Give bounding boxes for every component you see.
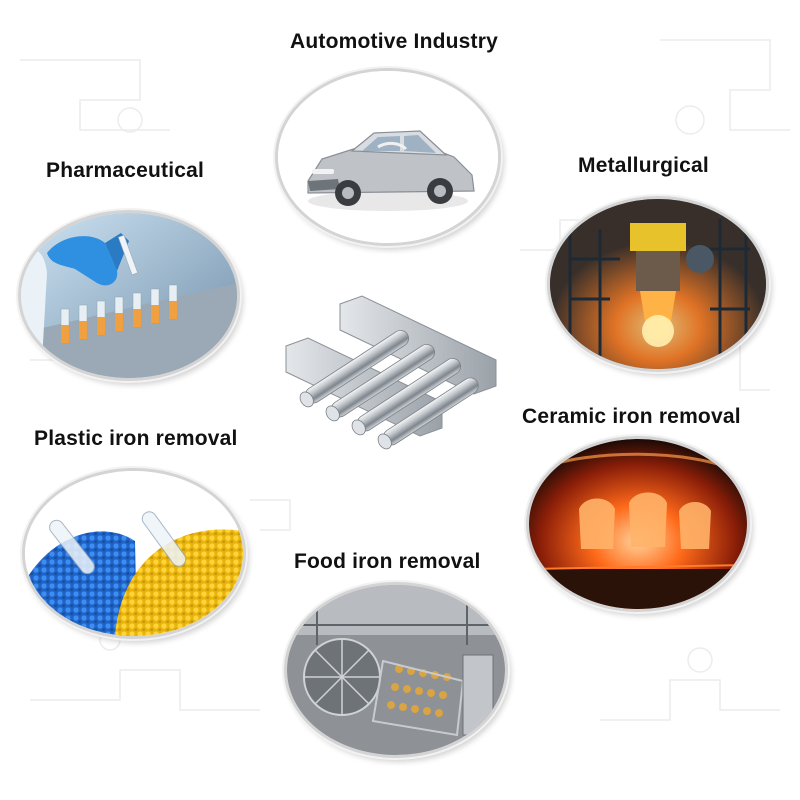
lab-test-tubes-icon: [21, 213, 237, 378]
plastic-image: [22, 468, 246, 639]
ceramic-image: [526, 436, 750, 612]
plastic-label: Plastic iron removal: [34, 427, 238, 450]
food-label: Food iron removal: [294, 550, 481, 573]
pharmaceutical-image: [18, 210, 240, 381]
plastic-pellets-icon: [25, 471, 243, 636]
pharmaceutical-label: Pharmaceutical: [46, 159, 205, 182]
car-icon: [278, 71, 498, 243]
steel-plant-icon: [550, 199, 766, 369]
magnetic-grate-icon: [285, 295, 497, 450]
automotive-label: Automotive Industry: [290, 30, 498, 53]
furnace-fire-icon: [529, 439, 747, 609]
metallurgical-image: [547, 196, 769, 372]
food-production-line-icon: [287, 585, 505, 755]
food-image: [284, 582, 508, 758]
automotive-image: [275, 68, 501, 246]
ceramic-label: Ceramic iron removal: [522, 405, 741, 428]
metallurgical-label: Metallurgical: [578, 154, 709, 177]
